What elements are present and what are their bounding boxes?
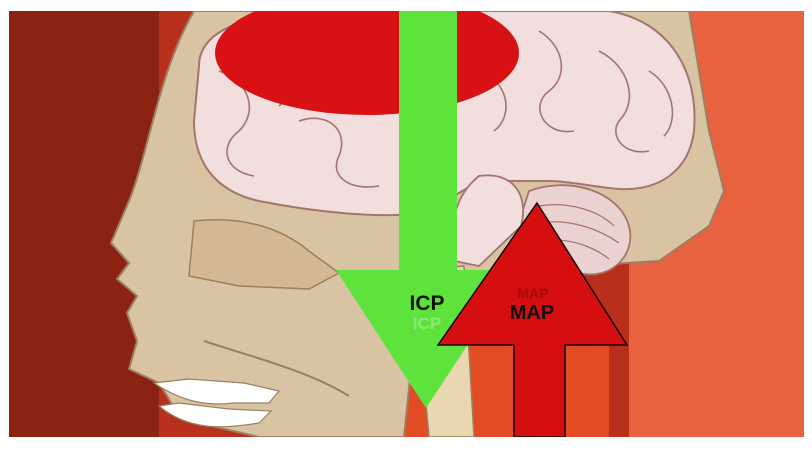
brain-pressure-illustration: ICP ICP MAP MAP [9, 11, 804, 437]
icp-label: ICP [409, 292, 444, 315]
map-label: MAP [510, 302, 554, 324]
map-label-ghost: MAP [517, 285, 548, 301]
icp-label-ghost: ICP [413, 314, 441, 333]
